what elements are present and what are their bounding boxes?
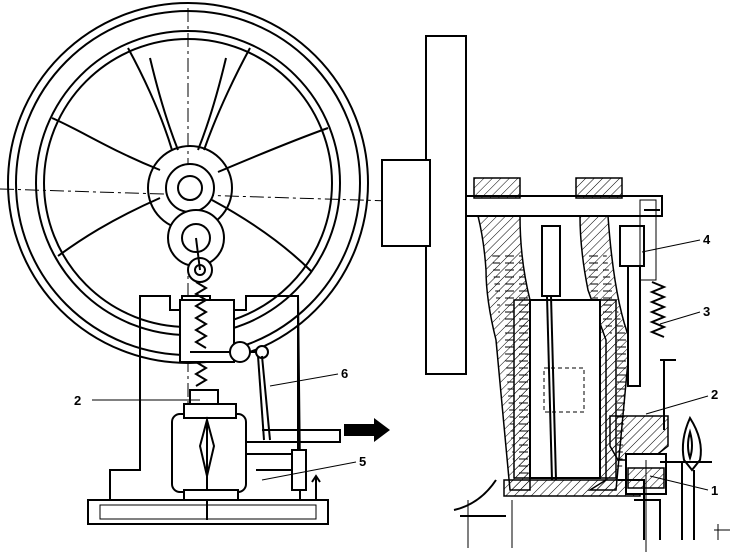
- callout-label-3: 3: [703, 304, 710, 319]
- side-section-view: [381, 35, 730, 552]
- front-view: [0, 2, 621, 525]
- pulley: [381, 159, 431, 247]
- callout-label-5: 5: [359, 454, 366, 469]
- arrow-icon: [344, 418, 390, 442]
- cylinder-block: [171, 403, 247, 520]
- crank-assembly: [167, 209, 225, 283]
- callout-label-6: 6: [341, 366, 348, 381]
- callout-label-1: 1: [711, 483, 718, 498]
- pipework: [246, 429, 341, 500]
- flywheel-rim: [425, 35, 467, 375]
- valve-gear: [179, 281, 271, 441]
- callout-label-2-right: 2: [711, 387, 718, 402]
- callout-label-4: 4: [703, 232, 711, 247]
- callout-label-2-left: 2: [74, 393, 81, 408]
- leader-lines: [92, 239, 709, 491]
